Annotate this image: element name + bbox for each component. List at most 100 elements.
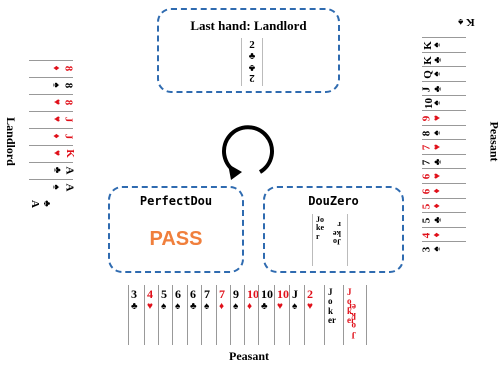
card-rank: K: [63, 149, 76, 158]
card-rank: 10: [277, 287, 289, 301]
bottom-card: 6♠: [172, 285, 187, 345]
card-rank: 7: [420, 144, 433, 151]
card-suit: ♠: [431, 129, 443, 136]
card-rank: 8: [420, 130, 433, 136]
card-suit: ♣: [131, 301, 138, 312]
card-suit: ♥: [431, 115, 443, 121]
landlord-extra-card: A ♣: [29, 196, 59, 214]
landlord-card: K♥: [29, 145, 76, 163]
joker-label: Joker: [328, 287, 336, 326]
last-hand-card-suit: ♣: [248, 51, 256, 62]
card-suit: ♠: [431, 100, 443, 107]
right-peasant-card: 6♥: [420, 168, 466, 186]
douzero-panel: DouZero Joker Joker: [263, 186, 404, 273]
landlord-card: A♠: [29, 179, 76, 197]
card-suit: ♣: [432, 56, 444, 63]
card-rank: J: [62, 133, 75, 140]
bottom-card: 2♥: [304, 285, 324, 345]
card-suit: ♥: [277, 301, 283, 312]
bottom-card: 10♣: [258, 285, 274, 345]
right-peasant-card: 5♦: [420, 197, 466, 216]
card-rank: 9: [420, 115, 433, 122]
card-rank: J: [420, 86, 433, 93]
bottom-card: 5♠: [158, 285, 172, 345]
card-suit: ♣: [432, 158, 444, 166]
right-peasant-card: 7♥: [420, 139, 466, 157]
card-suit: ♣: [51, 166, 63, 174]
right-peasant-card: J♣: [420, 80, 466, 99]
last-hand-title: Last hand: Landlord: [190, 18, 307, 33]
card-suit: ♦: [50, 133, 62, 139]
card-rank: 6: [420, 174, 433, 180]
right-peasant-card: 5♣: [420, 212, 466, 230]
card-suit: ♠: [50, 184, 62, 190]
card-rank: 10: [247, 287, 259, 301]
landlord-card: 8♠: [29, 77, 74, 95]
card-suit: ♠: [431, 71, 443, 77]
card-suit: ♥: [50, 99, 62, 105]
card-suit: ♠: [292, 301, 298, 312]
card-suit: ♥: [431, 144, 443, 151]
perfectdou-name: PerfectDou: [139, 194, 213, 208]
card-suit: ♥: [307, 301, 313, 312]
bottom-card: 9♠: [230, 285, 244, 345]
last-hand-card-suit-rev: ♣: [248, 62, 256, 73]
card-suit: ♠: [233, 301, 239, 312]
bottom-card: 3♣: [128, 285, 144, 345]
right-peasant-card: 8♠: [420, 124, 466, 143]
bottom-card: 7♠: [201, 285, 216, 345]
last-hand-panel: Last hand: Landlord 2 ♣ ♣ 2: [157, 8, 340, 93]
douzero-name: DouZero: [308, 194, 359, 208]
card-suit: ♣: [432, 85, 444, 93]
card-suit: ♠: [161, 301, 167, 312]
right-peasant-card: K♠: [422, 37, 466, 55]
right-peasant-card: Q♠: [422, 66, 466, 84]
landlord-card: J♥: [29, 111, 75, 129]
card-rank: 5: [420, 217, 433, 224]
card-suit: ♥: [431, 173, 443, 180]
right-peasant-card: 7♣: [420, 153, 466, 172]
bottom-card: 6♣: [187, 285, 201, 345]
card-rank: 4: [147, 287, 153, 301]
card-suit: ♥: [50, 150, 62, 156]
landlord-card: 8♦: [29, 60, 75, 78]
douzero-card: Joker Joker: [312, 214, 348, 266]
right-extra-rank: K: [466, 16, 475, 28]
card-rank: J: [292, 287, 298, 301]
card-rank: 7: [219, 287, 225, 301]
card-suit: ♥: [50, 116, 62, 122]
card-suit: ♦: [247, 301, 253, 312]
card-suit: ♦: [431, 188, 443, 194]
turn-cycle-icon: [222, 125, 274, 180]
landlord-extra-suit: ♣: [40, 200, 52, 207]
last-hand-card: 2 ♣ ♣ 2: [241, 38, 263, 86]
card-suit: ♠: [204, 301, 210, 312]
bottom-card: 10♦: [244, 285, 259, 345]
bottom-card: 7♦: [216, 285, 230, 345]
card-suit: ♠: [431, 246, 443, 253]
right-extra-suit: ♠: [458, 16, 464, 27]
bottom-card: Joker: [324, 285, 343, 345]
right-peasant-card: 6♦: [420, 183, 466, 201]
card-rank: 3: [420, 247, 433, 253]
bottom-card: 10♥: [274, 285, 289, 345]
right-peasant-card: K♣: [422, 51, 466, 70]
card-rank: 5: [161, 287, 167, 301]
card-rank: 8: [62, 65, 75, 72]
card-rank: 6: [190, 287, 196, 301]
card-rank: J: [62, 116, 75, 123]
bottom-card: J♠: [289, 285, 304, 345]
card-rank: A: [63, 183, 76, 192]
douzero-card-joker: Joker: [316, 215, 324, 241]
perfectdou-panel: PerfectDou PASS: [108, 186, 244, 273]
card-suit: ♣: [190, 301, 197, 312]
right-peasant-card: 3♠: [420, 241, 466, 259]
card-suit: ♠: [431, 42, 443, 48]
joker-label-rev: Joker: [348, 301, 356, 340]
landlord-card: A♣: [29, 162, 75, 180]
card-rank: 7: [204, 287, 210, 301]
landlord-label: Landlord: [3, 117, 18, 166]
card-suit: ♦: [219, 301, 225, 312]
card-suit: ♣: [261, 301, 268, 312]
landlord-card: 8♥: [29, 94, 74, 112]
